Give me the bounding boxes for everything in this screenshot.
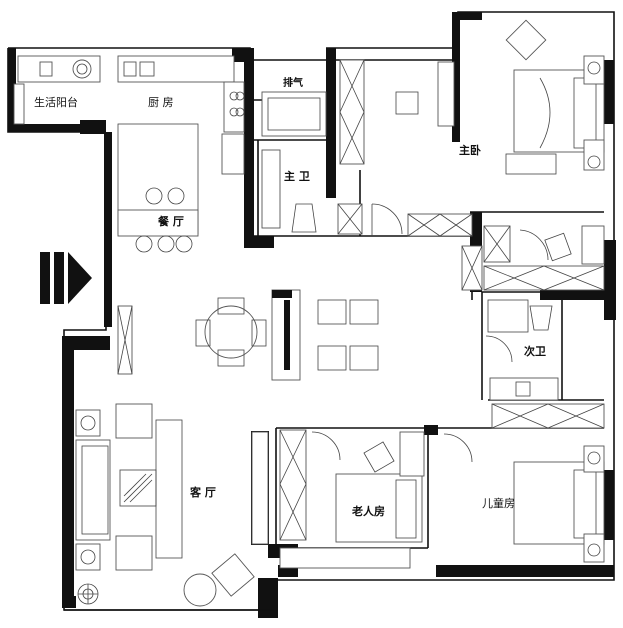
room-labels: 生活阳台 厨 房 餐 厅 客 厅 主卧 主 卫 次卫 老人房 儿童房 排气 [34,76,546,518]
dining-furniture [195,289,379,381]
label-second-bath: 次卫 [524,344,546,358]
label-kids-room: 儿童房 [482,496,515,510]
master-bath-fixtures [261,91,403,236]
label-master-bath: 主 卫 [284,169,310,183]
label-vent: 排气 [283,76,303,89]
living-furniture [75,403,269,607]
second-bath-fixtures [485,299,559,401]
kids-room-furniture [443,403,605,563]
label-master-bedroom: 主卧 [459,143,481,157]
label-kitchen: 厨 房 [148,96,174,109]
label-living: 客 厅 [189,485,216,499]
exterior-walls [7,11,616,618]
elder-room-furniture [279,429,425,569]
master-bedroom-furniture [339,19,605,237]
plant-icon [77,583,99,605]
entrance-arrow-icon [40,252,92,304]
label-utility-balcony: 生活阳台 [34,95,78,109]
label-dining: 餐 厅 [157,214,184,228]
closets [117,225,605,375]
label-elder-room: 老人房 [351,504,385,518]
kitchen-fixtures [13,55,245,253]
